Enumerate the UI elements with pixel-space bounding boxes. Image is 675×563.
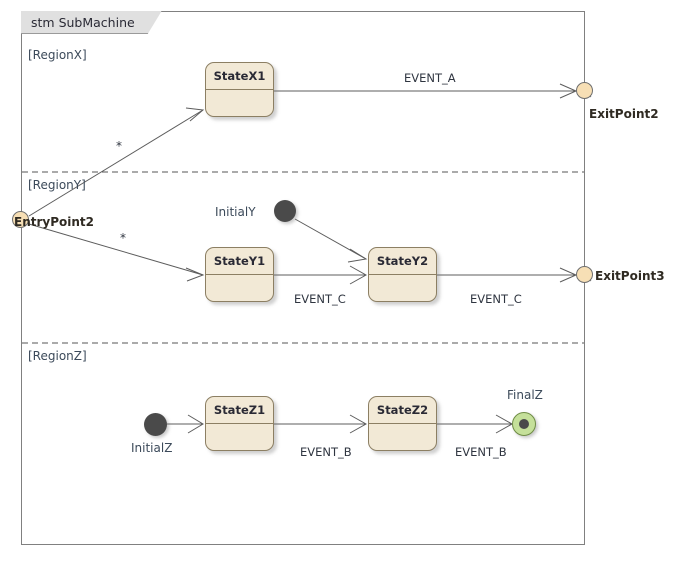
initial-state-initialy-label: InitialY [215, 205, 256, 219]
region-label-y: [RegionY] [28, 178, 86, 192]
exit-point-exitpoint3[interactable] [576, 266, 593, 283]
region-label-z: [RegionZ] [28, 349, 87, 363]
state-statey2-label: StateY2 [369, 248, 436, 275]
state-statex1-label: StateX1 [206, 63, 273, 90]
diagram-frame [21, 11, 585, 545]
transition-initialz-to-statez1[interactable] [167, 414, 204, 434]
transition-initialy-to-statey2[interactable] [294, 218, 368, 263]
diagram-title-tab[interactable]: stm SubMachine [21, 11, 162, 34]
transition-label-event-c-1: EVENT_C [294, 292, 346, 306]
state-statey1-label: StateY1 [206, 248, 273, 275]
exit-point-exitpoint2-label: ExitPoint2 [589, 107, 659, 121]
transition-label-event-c-2: EVENT_C [470, 292, 522, 306]
transition-label-entrypoint2-statey1: * [120, 231, 126, 245]
initial-state-initialz-label: InitialZ [131, 441, 173, 455]
transition-statez1-to-statez2[interactable] [274, 414, 368, 434]
initial-state-initialy[interactable] [274, 200, 296, 222]
final-state-finalz-inner-dot [519, 419, 529, 429]
state-statez2-label: StateZ2 [369, 397, 436, 424]
transition-label-entrypoint2-statex1: * [116, 139, 122, 153]
diagram-title: stm SubMachine [31, 14, 135, 30]
exit-point-exitpoint2[interactable] [576, 82, 593, 99]
transition-label-event-b-2: EVENT_B [455, 445, 507, 459]
state-statez1[interactable]: StateZ1 [205, 396, 274, 451]
transition-statey1-to-statey2[interactable] [274, 265, 368, 285]
state-statex1[interactable]: StateX1 [205, 62, 274, 117]
transition-label-event-b-1: EVENT_B [300, 445, 352, 459]
transition-label-event-a: EVENT_A [404, 71, 456, 85]
final-state-finalz[interactable] [512, 412, 536, 436]
entry-point-entrypoint2-label: EntryPoint2 [14, 215, 94, 229]
state-statey1[interactable]: StateY1 [205, 247, 274, 302]
state-statez2[interactable]: StateZ2 [368, 396, 437, 451]
transition-entrypoint2-to-statex1[interactable] [28, 107, 205, 217]
final-state-finalz-label: FinalZ [507, 388, 543, 402]
region-label-x: [RegionX] [28, 48, 87, 62]
state-statez1-label: StateZ1 [206, 397, 273, 424]
exit-point-exitpoint3-label: ExitPoint3 [595, 269, 665, 283]
state-statey2[interactable]: StateY2 [368, 247, 437, 302]
initial-state-initialz[interactable] [144, 413, 167, 436]
transition-entrypoint2-to-statey1[interactable] [28, 223, 205, 282]
entry-point-entrypoint2[interactable] [12, 211, 29, 228]
